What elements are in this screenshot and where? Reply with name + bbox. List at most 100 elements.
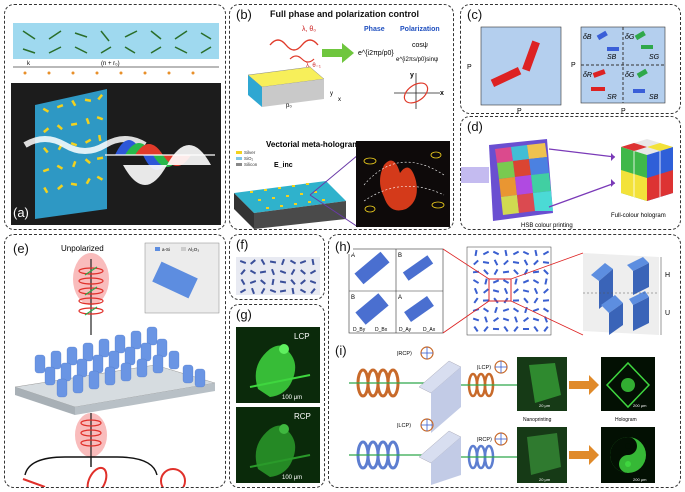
- svg-text:Silver: Silver: [244, 150, 256, 155]
- metasurface-chip: [234, 181, 346, 213]
- row-rcp: |RCP⟩ |LCP⟩ 20 μm 200 μm: [349, 346, 655, 433]
- nanopillar: [512, 250, 520, 256]
- metasurface-plate: [35, 89, 107, 219]
- panel-g-label: (g): [234, 307, 254, 322]
- white-wave: [23, 136, 147, 154]
- nanopillar: [483, 288, 489, 294]
- svg-text:λ, θ₀: λ, θ₀: [302, 26, 316, 33]
- svg-text:20 μm: 20 μm: [539, 403, 551, 408]
- u-dim-label: U: [665, 310, 670, 317]
- svg-text:A: A: [351, 253, 355, 259]
- panel-i-label: (i): [333, 343, 349, 358]
- nanopillar: [482, 307, 490, 313]
- nanopillar: [532, 317, 540, 322]
- nanopillar: [484, 278, 488, 285]
- nanopillar: [533, 325, 539, 333]
- lcp-out-label: |LCP⟩: [477, 364, 491, 371]
- formula-pol-top: cosψ: [412, 42, 428, 49]
- pepper-hologram: [380, 160, 417, 211]
- circular-pol: [160, 468, 186, 487]
- svg-text:D_Bx: D_Bx: [375, 327, 388, 333]
- svg-text:SR: SR: [607, 94, 617, 101]
- nanopillar: [502, 270, 510, 274]
- svg-text:Silicon: Silicon: [244, 162, 258, 167]
- nanopillar: [482, 299, 490, 302]
- unit-cell-single: [480, 26, 562, 106]
- nanopillar: [534, 249, 538, 257]
- nanopillar: [523, 297, 529, 304]
- nanopillar: [513, 288, 519, 294]
- panel-c-label: (c): [465, 7, 485, 22]
- panel-e: (e) Unpolarized a-Si Al₂O₃: [4, 234, 226, 488]
- pillar-field: [34, 326, 206, 398]
- scale-rcp: 100 μm: [282, 475, 302, 481]
- nanopillar: [494, 306, 498, 314]
- svg-text:B: B: [351, 295, 355, 301]
- nanoprinting-caption: Nanoprinting: [523, 417, 552, 423]
- svg-text:SB: SB: [607, 54, 617, 61]
- panel-e-figure: Unpolarized a-Si Al₂O₃: [14, 242, 220, 487]
- nanopillar: [484, 316, 488, 323]
- nanopillar: [502, 308, 510, 312]
- lcp-in-label: |LCP⟩: [397, 422, 411, 429]
- svg-text:20 μm: 20 μm: [539, 477, 551, 482]
- panel-c-figure: P P δB SB δG SG δR SR δG SB P P: [467, 26, 666, 114]
- caption-hologram: Full-colour hologram: [611, 213, 666, 219]
- unit-cell-side: [262, 79, 324, 107]
- svg-text:y: y: [330, 91, 333, 97]
- nanopillar: [472, 317, 480, 322]
- nanopillar: [503, 287, 509, 295]
- nanopillar: [473, 259, 479, 266]
- hologram-caption: Hologram: [615, 417, 637, 423]
- e-inc: E_inc: [274, 162, 293, 169]
- nanopillar: [473, 297, 479, 304]
- svg-text:a-Si: a-Si: [162, 247, 170, 252]
- svg-text:P: P: [571, 62, 576, 69]
- svg-text:D_Ax: D_Ax: [423, 327, 436, 333]
- rcp-in-label: |RCP⟩: [397, 350, 412, 357]
- nanopillar: [482, 250, 490, 256]
- h-dim-label: H: [665, 272, 670, 279]
- nanopillar: [522, 250, 530, 256]
- nanopillar: [474, 249, 478, 257]
- nanopillar: [533, 259, 539, 266]
- nanopillar: [533, 297, 539, 304]
- nanopillar: [542, 299, 550, 302]
- p-label-bottom: P: [517, 108, 522, 114]
- panel-g: (g) LCP 100 μm RCP 100 μm: [229, 304, 325, 488]
- svg-text:200 μm: 200 μm: [633, 477, 647, 482]
- nanopillar: [492, 327, 500, 331]
- svg-text:SB: SB: [649, 94, 659, 101]
- svg-text:δB: δB: [583, 34, 592, 41]
- formula-pol-bottom: e^{i2πs/p0}sinψ: [396, 57, 438, 63]
- lambda-bottom: λ, θ₋₁: [306, 63, 321, 69]
- nanopillar: [493, 259, 499, 266]
- nanopillar: [502, 279, 510, 284]
- phase-label: Phase: [364, 26, 385, 33]
- nanopillar: [522, 316, 530, 323]
- panel-f: (f): [229, 234, 325, 300]
- polarization-label: Polarization: [400, 26, 440, 33]
- svg-text:x: x: [338, 97, 341, 103]
- nanopillar: [513, 269, 519, 275]
- nanopillar: [492, 289, 500, 293]
- caption-hsb: HSB colour printing: [521, 223, 573, 229]
- nanopillar: [482, 260, 490, 265]
- panel-a-label: (a): [13, 205, 29, 220]
- green-arrow: [322, 43, 354, 63]
- nanopillar: [522, 289, 530, 293]
- nanopillar: [492, 279, 500, 284]
- nanopillar: [543, 326, 549, 332]
- nanopillar: [504, 249, 508, 257]
- nanopillar: [514, 278, 518, 285]
- nanopillar: [523, 268, 529, 276]
- panel-h-label: (h): [333, 239, 353, 254]
- rcp-out-label: |RCP⟩: [477, 436, 492, 443]
- panel-hi: (h) (i) A B B A D_By D_Bx D_Ay D_Ax: [328, 234, 681, 488]
- nanopillar: [543, 269, 549, 275]
- nanopillar: [513, 326, 519, 332]
- nanopillar: [514, 316, 518, 323]
- svg-text:SG: SG: [649, 54, 660, 61]
- colour-cube: [621, 139, 673, 201]
- pillar-array: [42, 94, 104, 194]
